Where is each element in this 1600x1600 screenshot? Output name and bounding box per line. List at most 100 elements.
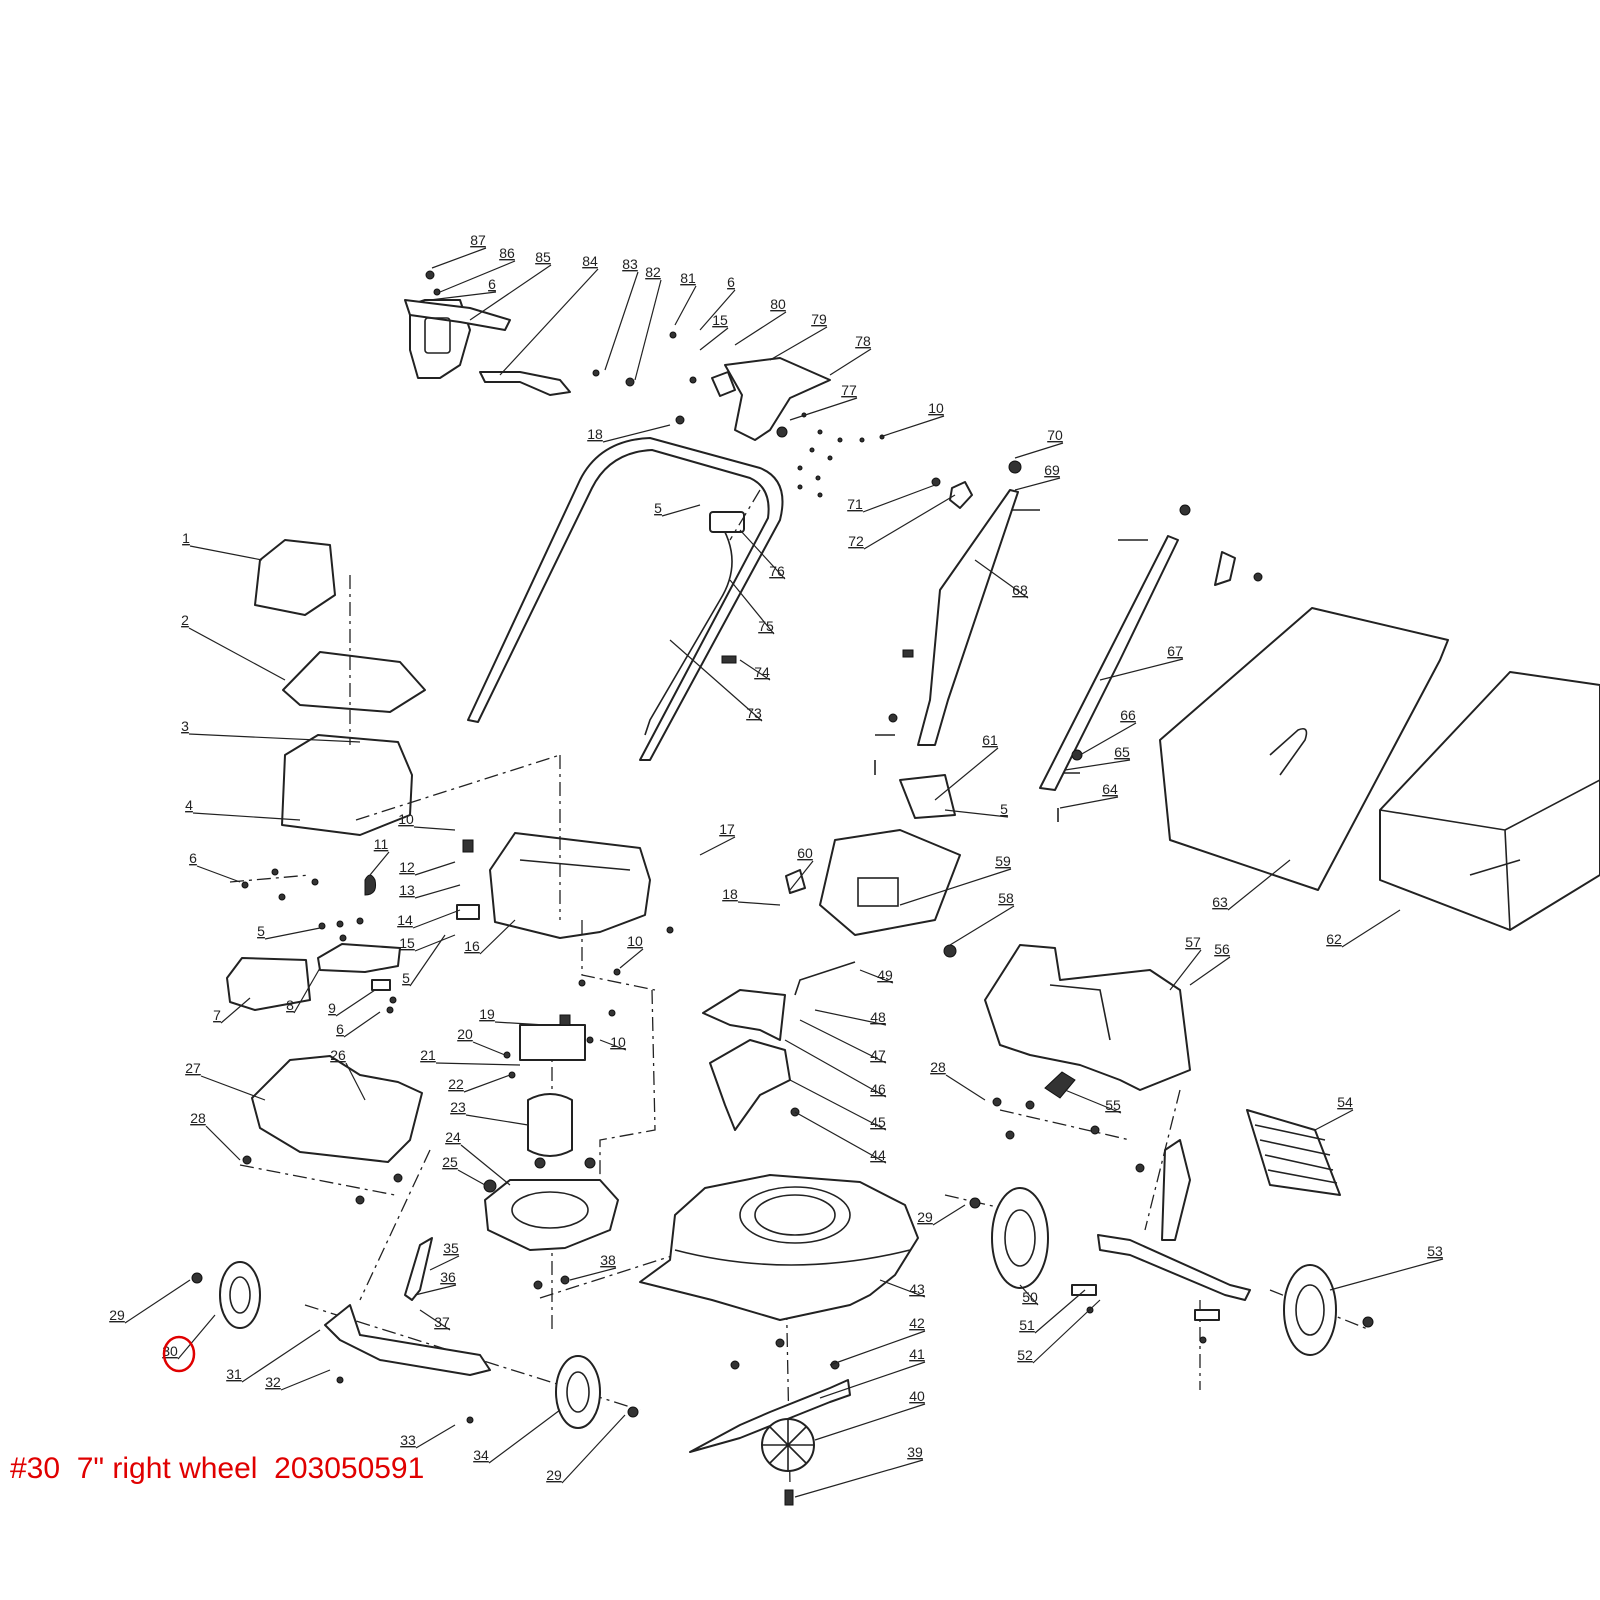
callout-label-56-1: 56 — [1214, 941, 1230, 957]
leader-line-25-1 — [457, 1169, 486, 1186]
leader-line-61-1 — [934, 747, 999, 801]
callout-label-28-1: 28 — [190, 1110, 206, 1126]
leader-line-55-1 — [1064, 1089, 1122, 1114]
callout-label-87-1: 87 — [470, 232, 486, 248]
leader-line-68-1 — [974, 559, 1029, 599]
callout-label-20-1: 20 — [457, 1026, 473, 1042]
callout-label-41-1: 41 — [909, 1346, 925, 1362]
callout-label-42-1: 42 — [909, 1315, 925, 1331]
leader-line-28-2 — [945, 1074, 986, 1101]
callout-label-64-1: 64 — [1102, 781, 1118, 797]
wheel-30-front-right — [219, 1261, 261, 1329]
leader-line-20-1 — [472, 1041, 506, 1056]
leader-line-15-2 — [699, 327, 729, 351]
callout-label-70-1: 70 — [1047, 427, 1063, 443]
leader-line-58-1 — [949, 905, 1015, 946]
callout-label-61-1: 61 — [982, 732, 998, 748]
callout-label-2-1: 2 — [181, 612, 189, 628]
callout-label-86-1: 86 — [499, 245, 515, 261]
callout-label-5-2: 5 — [402, 970, 410, 986]
leader-line-69-1 — [1014, 477, 1061, 491]
lower-handle-left — [917, 489, 1019, 746]
leader-line-26-1 — [345, 1062, 366, 1101]
leader-lines — [124, 247, 1444, 1498]
leader-line-37-1 — [419, 1309, 451, 1331]
leader-line-32-1 — [280, 1369, 331, 1391]
callout-label-52-1: 52 — [1017, 1347, 1033, 1363]
leader-line-9-1 — [335, 989, 376, 1017]
leader-line-18-1 — [602, 424, 671, 443]
fasteners — [241, 868, 1207, 1424]
leader-line-87-1 — [431, 247, 487, 269]
leader-line-53-1 — [1329, 1258, 1444, 1291]
callout-label-5-3: 5 — [654, 500, 662, 516]
callout-label-16-1: 16 — [464, 938, 480, 954]
leader-line-74-1 — [739, 659, 771, 681]
leader-line-70-1 — [1014, 442, 1064, 459]
leader-line-77-1 — [789, 397, 858, 421]
leader-line-80-1 — [734, 311, 787, 346]
leader-line-8-1 — [293, 967, 321, 1014]
callout-label-27-1: 27 — [185, 1060, 201, 1076]
leader-line-17-1 — [699, 836, 736, 856]
callout-label-62-1: 62 — [1326, 931, 1342, 947]
callout-label-36-1: 36 — [440, 1269, 456, 1285]
callout-label-66-1: 66 — [1120, 707, 1136, 723]
leader-line-42-1 — [829, 1330, 926, 1366]
leader-line-78-1 — [829, 348, 872, 376]
leader-line-43-1 — [879, 1279, 926, 1298]
callout-label-83-1: 83 — [622, 256, 638, 272]
motor — [527, 1093, 573, 1157]
leader-line-6-3 — [429, 291, 497, 301]
leader-line-5-3 — [661, 504, 701, 517]
callout-label-5-1: 5 — [257, 923, 265, 939]
grass-catcher-bag — [1379, 671, 1600, 931]
leader-line-64-1 — [1059, 796, 1119, 809]
leader-line-56-1 — [1189, 956, 1231, 986]
callout-label-74-1: 74 — [754, 664, 770, 680]
leader-line-29-1 — [124, 1279, 191, 1324]
rear-grille — [1246, 1109, 1341, 1196]
leader-line-44-1 — [794, 1111, 887, 1164]
callout-label-29-1: 29 — [109, 1307, 125, 1323]
leader-line-7-1 — [220, 997, 251, 1024]
callout-label-45-1: 45 — [870, 1114, 886, 1130]
battery-cover-top — [254, 539, 336, 616]
grass-bag-frame — [1159, 607, 1449, 891]
leader-line-81-1 — [674, 285, 697, 326]
leader-line-36-1 — [414, 1284, 457, 1296]
rear-housing — [984, 944, 1191, 1091]
callout-label-85-1: 85 — [535, 249, 551, 265]
leader-line-4-1 — [192, 812, 301, 821]
leader-line-13-1 — [414, 884, 461, 899]
leader-line-54-1 — [1314, 1109, 1354, 1131]
callout-label-79-1: 79 — [811, 311, 827, 327]
callout-label-14-1: 14 — [397, 912, 413, 928]
leader-line-79-1 — [769, 326, 828, 361]
callout-label-55-1: 55 — [1105, 1097, 1121, 1113]
callout-label-33-1: 33 — [400, 1432, 416, 1448]
callout-label-53-1: 53 — [1427, 1243, 1443, 1259]
leader-line-35-1 — [429, 1255, 460, 1271]
callout-label-37-1: 37 — [434, 1314, 450, 1330]
motor-housing — [489, 832, 651, 939]
leader-line-51-1 — [1034, 1289, 1086, 1334]
callout-label-9-1: 9 — [328, 1000, 336, 1016]
callout-label-75-1: 75 — [758, 618, 774, 634]
highlight-circle-30 — [162, 1335, 196, 1373]
callout-label-71-1: 71 — [847, 496, 863, 512]
callout-label-40-1: 40 — [909, 1388, 925, 1404]
leader-line-86-1 — [439, 260, 516, 293]
lower-handle-right — [1039, 535, 1179, 791]
callout-label-49-1: 49 — [877, 967, 893, 983]
rear-flap — [819, 829, 961, 936]
callout-label-6-1: 6 — [189, 850, 197, 866]
callout-label-58-1: 58 — [998, 890, 1014, 906]
callout-label-60-1: 60 — [797, 845, 813, 861]
leader-line-11-1 — [369, 851, 390, 876]
leader-line-19-1 — [494, 1021, 546, 1026]
battery-pack — [226, 957, 311, 1011]
callout-label-25-1: 25 — [442, 1154, 458, 1170]
leader-line-52-1 — [1032, 1299, 1101, 1364]
